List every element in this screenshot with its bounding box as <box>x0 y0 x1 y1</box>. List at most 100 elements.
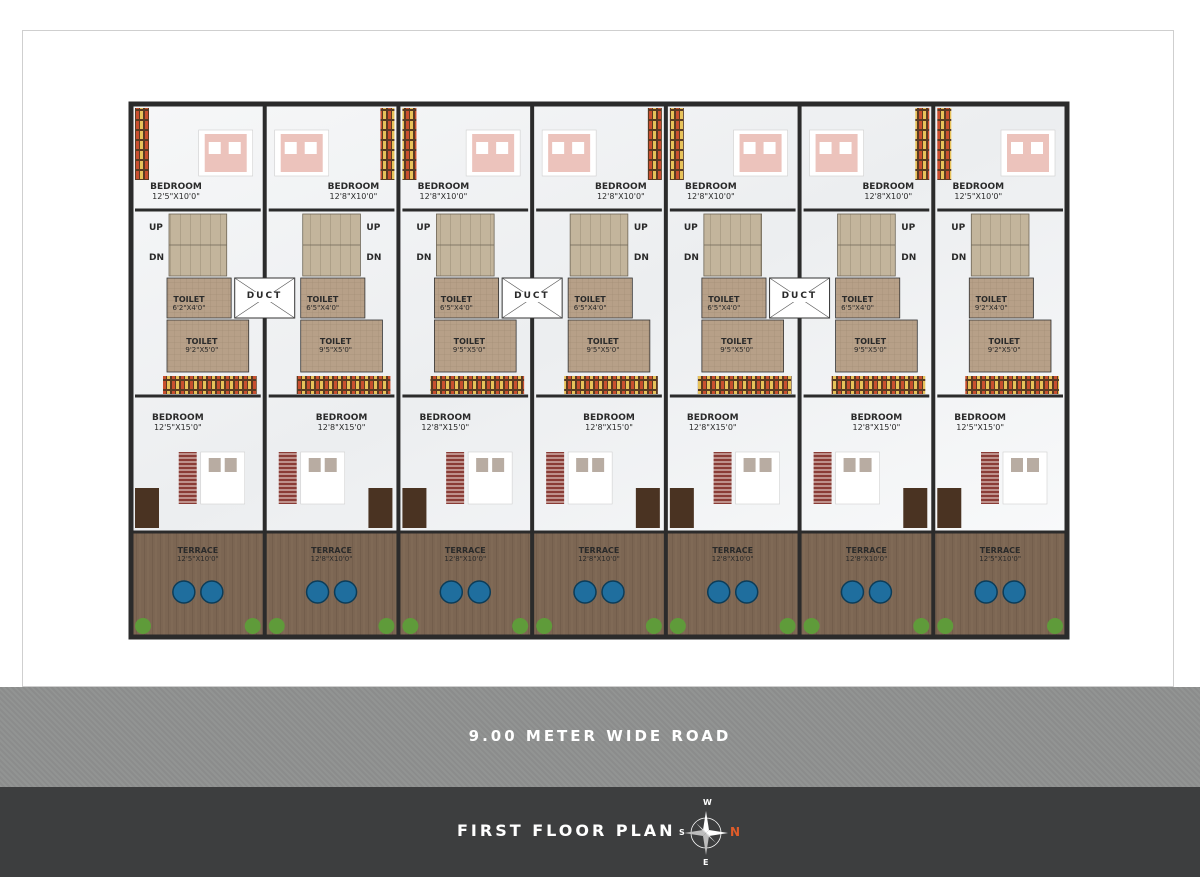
room-size: 6'5"X4'0" <box>306 303 340 312</box>
room-size: 6'2"X4'0" <box>172 303 206 312</box>
room-size: 12'5"X15'0" <box>956 422 1005 432</box>
terrace-chair <box>333 580 358 604</box>
room-size: 12'5"X10'0" <box>954 191 1003 201</box>
room-size: 12'8"X15'0" <box>688 422 737 432</box>
rug <box>713 452 732 504</box>
room-name: BEDROOM <box>954 413 1006 423</box>
wardrobe-band <box>564 376 658 394</box>
room-name: TERRACE <box>578 546 620 555</box>
toilet-large <box>968 319 1052 373</box>
room-size: 12'8"X10'0" <box>711 554 754 563</box>
stair-up-label: UP <box>633 223 648 233</box>
road-label: 9.00 METER WIDE ROAD <box>468 727 732 745</box>
unit-4 <box>530 104 666 637</box>
room-name: BEDROOM <box>150 182 202 192</box>
terrace-chair <box>305 580 330 604</box>
pillow <box>308 458 321 472</box>
toilet-small <box>701 277 767 319</box>
toilet-large <box>701 319 784 373</box>
stair-down-label: DN <box>149 253 165 263</box>
top-wardrobe <box>915 108 930 180</box>
terrace-chair <box>573 580 597 604</box>
room-name: TOILET <box>988 337 1020 346</box>
pillow <box>743 458 756 472</box>
room-name: TOILET <box>587 337 619 346</box>
toilet-small <box>434 277 500 319</box>
rug <box>178 452 197 504</box>
room-name: BEDROOM <box>862 182 915 192</box>
room-name: TOILET <box>975 295 1007 304</box>
toilet-large <box>835 319 918 373</box>
terrace-chair <box>734 580 759 604</box>
pillow <box>284 142 297 154</box>
stair-down-label: DN <box>951 253 967 263</box>
pillow <box>572 142 585 154</box>
plant-icon <box>244 618 261 634</box>
toilet-small <box>835 277 901 319</box>
stair-up-label: UP <box>901 223 916 233</box>
room-name: TERRACE <box>444 546 486 555</box>
pillow <box>228 142 241 154</box>
room-name: BEDROOM <box>152 413 204 423</box>
study-desk <box>937 488 962 528</box>
top-wardrobe <box>669 108 684 180</box>
plant-icon <box>536 618 553 634</box>
top-wardrobe <box>937 108 952 180</box>
terrace-chair <box>200 580 224 604</box>
unit-6 <box>797 104 934 637</box>
bottom-bed <box>200 451 246 505</box>
pillow <box>1011 142 1023 154</box>
compass-icon <box>684 811 728 855</box>
duct-label: DUCT <box>779 291 820 302</box>
room-name: TOILET <box>307 295 339 304</box>
stair-up-label: UP <box>951 223 966 233</box>
room-size: 9'5"X5'0" <box>720 345 754 354</box>
footer-bar <box>0 787 1200 877</box>
study-desk <box>135 488 159 528</box>
terrace-chair <box>974 580 998 604</box>
floor-plan <box>128 101 1070 640</box>
room-size: 9'2"X5'0" <box>987 345 1021 354</box>
pillow <box>576 458 589 472</box>
room-size: 6'5"X4'0" <box>707 303 741 312</box>
top-wardrobe <box>380 108 395 180</box>
room-size: 9'5"X5'0" <box>452 345 486 354</box>
terrace-chair <box>439 580 464 604</box>
room-size: 9'5"X5'0" <box>586 345 620 354</box>
room-name: TOILET <box>186 337 218 346</box>
room-size: 9'2"X5'0" <box>185 345 219 354</box>
pillow <box>492 458 505 472</box>
outer-wall <box>128 101 1070 640</box>
plant-icon <box>803 618 820 634</box>
pillow <box>1011 458 1023 472</box>
room-name: BEDROOM <box>850 413 903 423</box>
plant-icon <box>402 618 419 634</box>
plant-icon <box>779 618 796 634</box>
room-size: 12'8"X10'0" <box>578 554 620 563</box>
plan-title: FIRST FLOOR PLAN <box>457 821 676 840</box>
room-size: 12'8"X15'0" <box>585 422 633 432</box>
duct-label: DUCT <box>244 291 285 302</box>
stair-down-label: DN <box>901 253 917 263</box>
compass-rose: W S E N <box>678 798 742 868</box>
pillow <box>759 458 772 472</box>
room-size: 12'5"X15'0" <box>153 422 202 432</box>
plant-icon <box>669 618 686 634</box>
